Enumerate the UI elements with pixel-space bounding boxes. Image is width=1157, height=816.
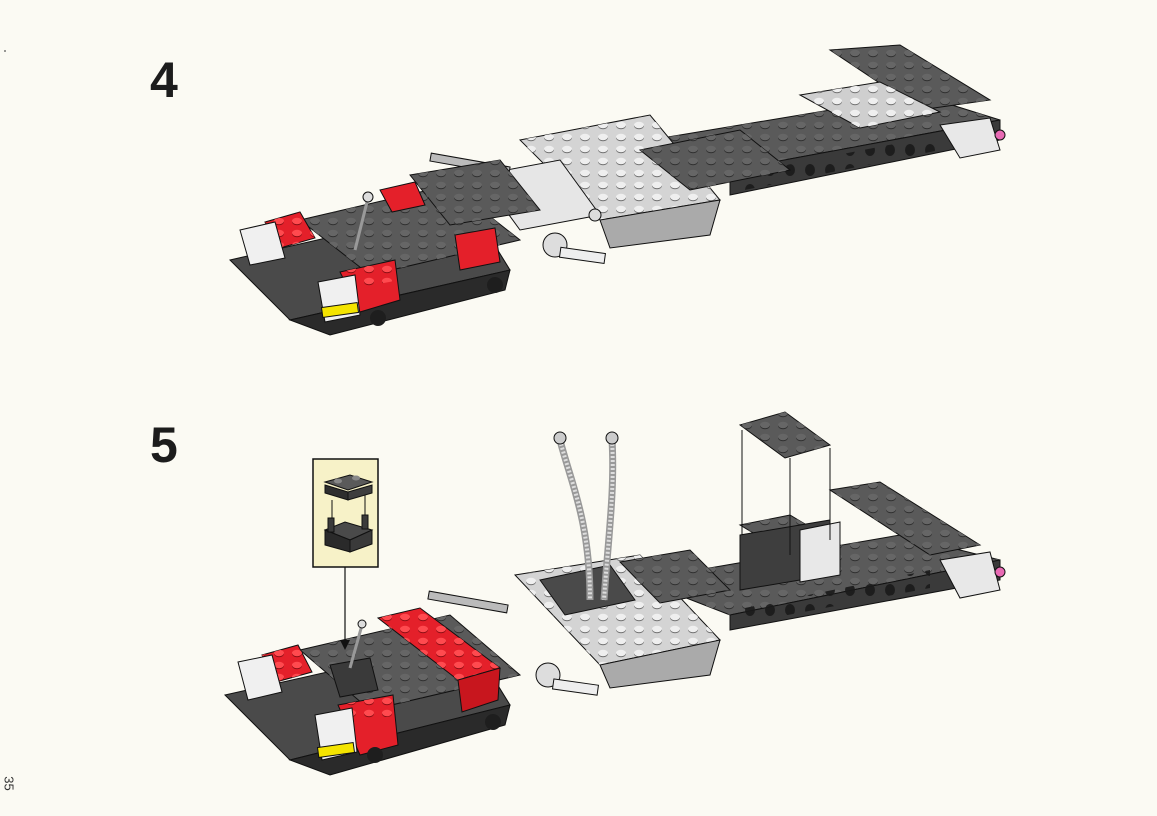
step5-flex-hoses	[553, 431, 619, 601]
step5-front-chassis	[224, 607, 522, 776]
scan-dot	[4, 50, 6, 52]
step5-axle	[427, 590, 600, 696]
step-4-number: 4	[150, 52, 178, 108]
step-4-model	[229, 44, 1006, 336]
step5-floating-plate	[738, 411, 832, 555]
step-5-number: 5	[150, 417, 178, 473]
step4-rear-beam	[648, 44, 1006, 196]
step-5-model	[224, 411, 1006, 776]
step4-front-chassis	[229, 159, 541, 336]
step5-callout-subassembly	[312, 458, 379, 650]
step5-rear-beam	[638, 481, 1006, 631]
step5-middle-section	[513, 549, 732, 689]
